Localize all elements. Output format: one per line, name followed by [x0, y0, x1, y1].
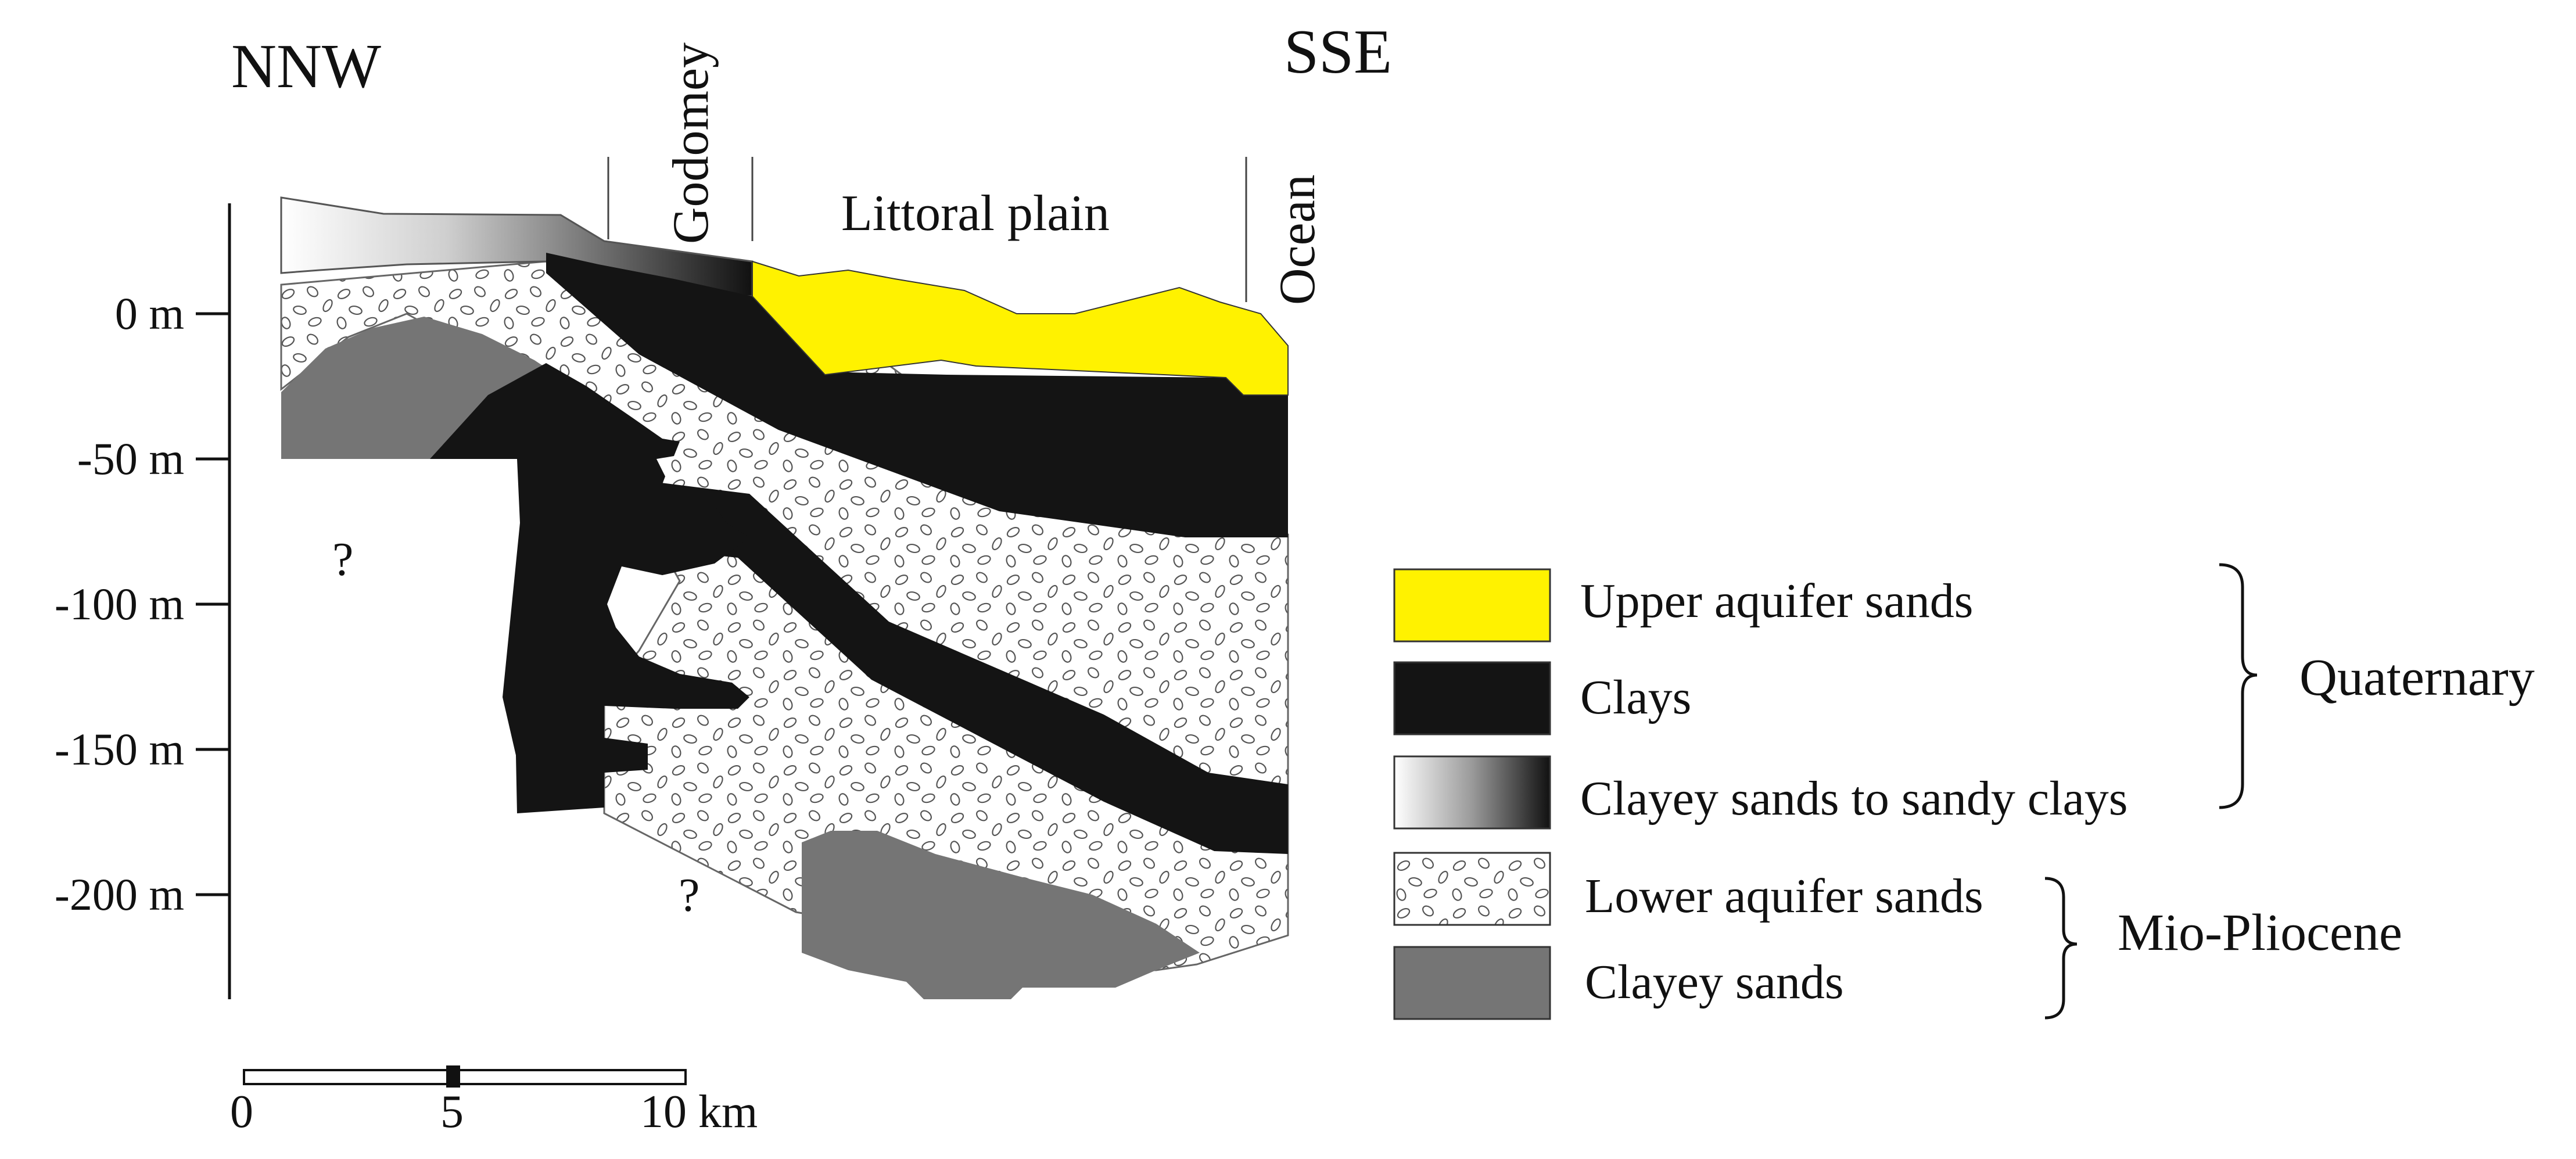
scale-tick-5: 5 [440, 1086, 464, 1138]
mio-pliocene-brace [2044, 877, 2078, 1020]
depth-tick-label: -200 m [55, 869, 184, 920]
depth-axis: 0 m -50 m -100 m -150 m -200 m [55, 203, 231, 999]
legend-swatch-clays [1393, 661, 1551, 735]
legend-swatch-upper-aquifer-sands [1393, 568, 1551, 643]
lower-clays-band [656, 482, 1288, 854]
upper-clays-layer [546, 253, 1288, 537]
legend-swatch-lower-aquifer-sands [1393, 852, 1551, 926]
group-mio-pliocene-label: Mio-Pliocene [2118, 904, 2402, 961]
depth-tick-label: -100 m [55, 579, 184, 629]
legend-label-lower-aquifer-sands: Lower aquifer sands [1585, 869, 1983, 923]
scale-bar-frame [243, 1069, 687, 1085]
depth-tick-label: 0 m [115, 288, 184, 339]
legend: Upper aquifer sands Clays Clayey sands t… [1393, 563, 2535, 1020]
scale-tick-10km: 10 km [640, 1086, 758, 1138]
place-godomey-label: Godomey [663, 42, 719, 244]
direction-left-label: NNW [231, 32, 381, 101]
place-littoral-plain-label: Littoral plain [841, 185, 1110, 242]
clayey-sands-lower-lens [802, 831, 1200, 999]
legend-label-clays: Clays [1580, 670, 1691, 724]
clays-left-complex [430, 363, 749, 813]
legend-label-clayey-sands-to-sandy-clays: Clayey sands to sandy clays [1580, 772, 2128, 826]
unknown-mark-lower-middle: ? [679, 869, 699, 921]
depth-tick-label: -50 m [77, 433, 184, 484]
group-quaternary-label: Quaternary [2299, 649, 2535, 706]
legend-label-upper-aquifer-sands: Upper aquifer sands [1580, 574, 1973, 628]
scale-bar-midmark [446, 1065, 460, 1088]
scale-tick-0: 0 [230, 1086, 253, 1138]
legend-label-clayey-sands: Clayey sands [1585, 955, 1844, 1009]
upper-aquifer-sands-layer [752, 260, 1289, 396]
place-ocean-label: Ocean [1269, 174, 1326, 305]
scale-bar: 0 5 10 km [230, 1065, 758, 1138]
quaternary-brace [2219, 563, 2258, 809]
depth-tick-label: -150 m [55, 724, 184, 774]
legend-swatch-clayey-sands [1393, 946, 1551, 1020]
unknown-mark-upper-left: ? [332, 533, 353, 586]
legend-swatch-clayey-sands-to-sandy-clays [1393, 755, 1551, 830]
direction-right-label: SSE [1284, 17, 1392, 87]
depth-ticks: 0 m -50 m -100 m -150 m -200 m [55, 288, 229, 920]
cross-section [280, 157, 1289, 999]
